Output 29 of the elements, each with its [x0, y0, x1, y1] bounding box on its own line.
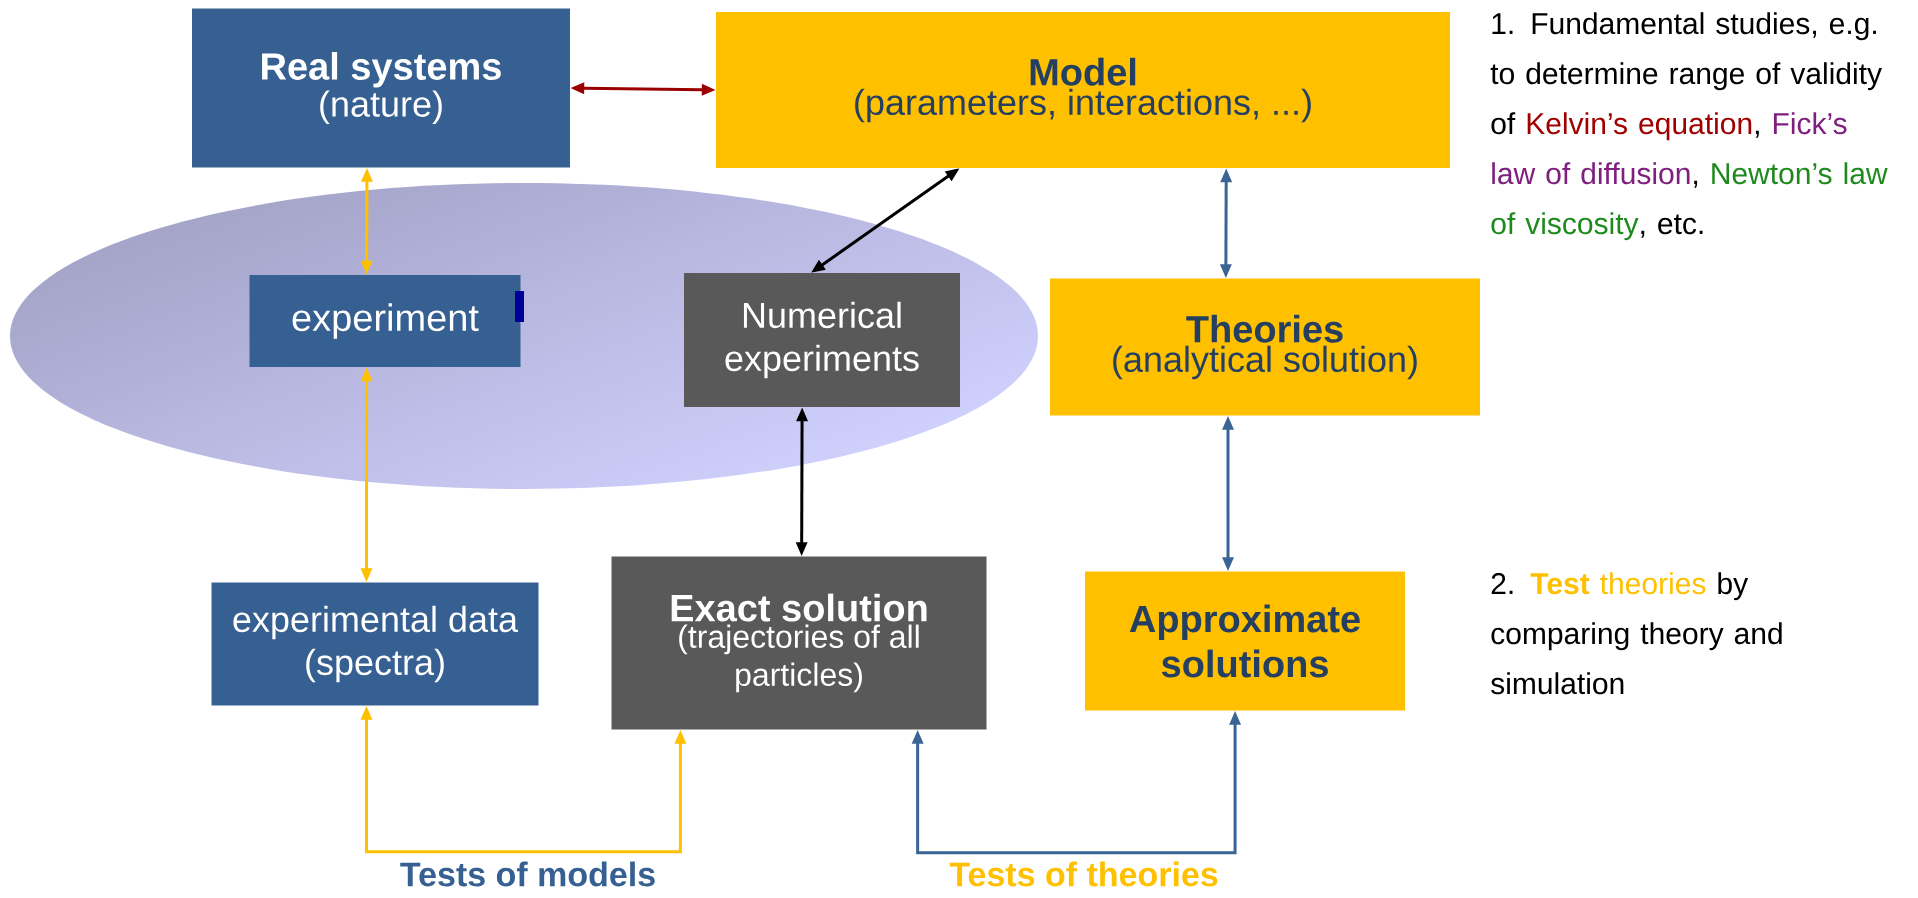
process-box: experiment: [249, 275, 521, 367]
label: Newton’s law: [1712, 162, 1888, 185]
edge-label: Tests of models: [400, 861, 655, 887]
process-box: Numerical experiments: [684, 273, 960, 407]
process-box: Model (parameters, interactions, ...): [716, 12, 1450, 168]
label: 1. Fundamental studies, e.g.: [1492, 12, 1876, 41]
label: to determine range of validity: [1490, 62, 1882, 91]
label: ,: [1755, 130, 1759, 138]
label: comparing theory and: [1491, 622, 1782, 651]
label: Test: [1530, 573, 1590, 595]
label: theories: [1600, 572, 1706, 595]
label: simulation: [1491, 672, 1624, 695]
label: 2.: [1491, 572, 1513, 594]
label: Kelvin’s equation: [1527, 112, 1752, 141]
process-box: Real systems (nature): [192, 8, 570, 168]
label: ,: [1694, 180, 1698, 188]
label: by: [1718, 572, 1749, 601]
edge-label: Tests of theories: [949, 861, 1218, 887]
label: , etc.: [1641, 214, 1703, 238]
process-box: Approximate solutions: [1085, 571, 1405, 711]
label: law of diffusion: [1492, 162, 1690, 185]
process-box: Theories (analytical solution): [1050, 278, 1480, 416]
label: Fick’s: [1773, 112, 1847, 135]
label: of: [1491, 112, 1516, 135]
note-text: 2. Test theories by comparing theory and simulation: [1491, 572, 1782, 695]
label: of viscosity: [1491, 212, 1639, 241]
note-text: 1. Fundamental studies, e.g. to determine range of validity of Kelvin’s equation, Fick’s law of diffusion, Newton’s law of viscosity, etc.: [1490, 12, 1888, 241]
process-box: Exact solution (trajectories of all particles): [611, 556, 987, 730]
process-box: experimental data (spectra): [211, 582, 539, 706]
